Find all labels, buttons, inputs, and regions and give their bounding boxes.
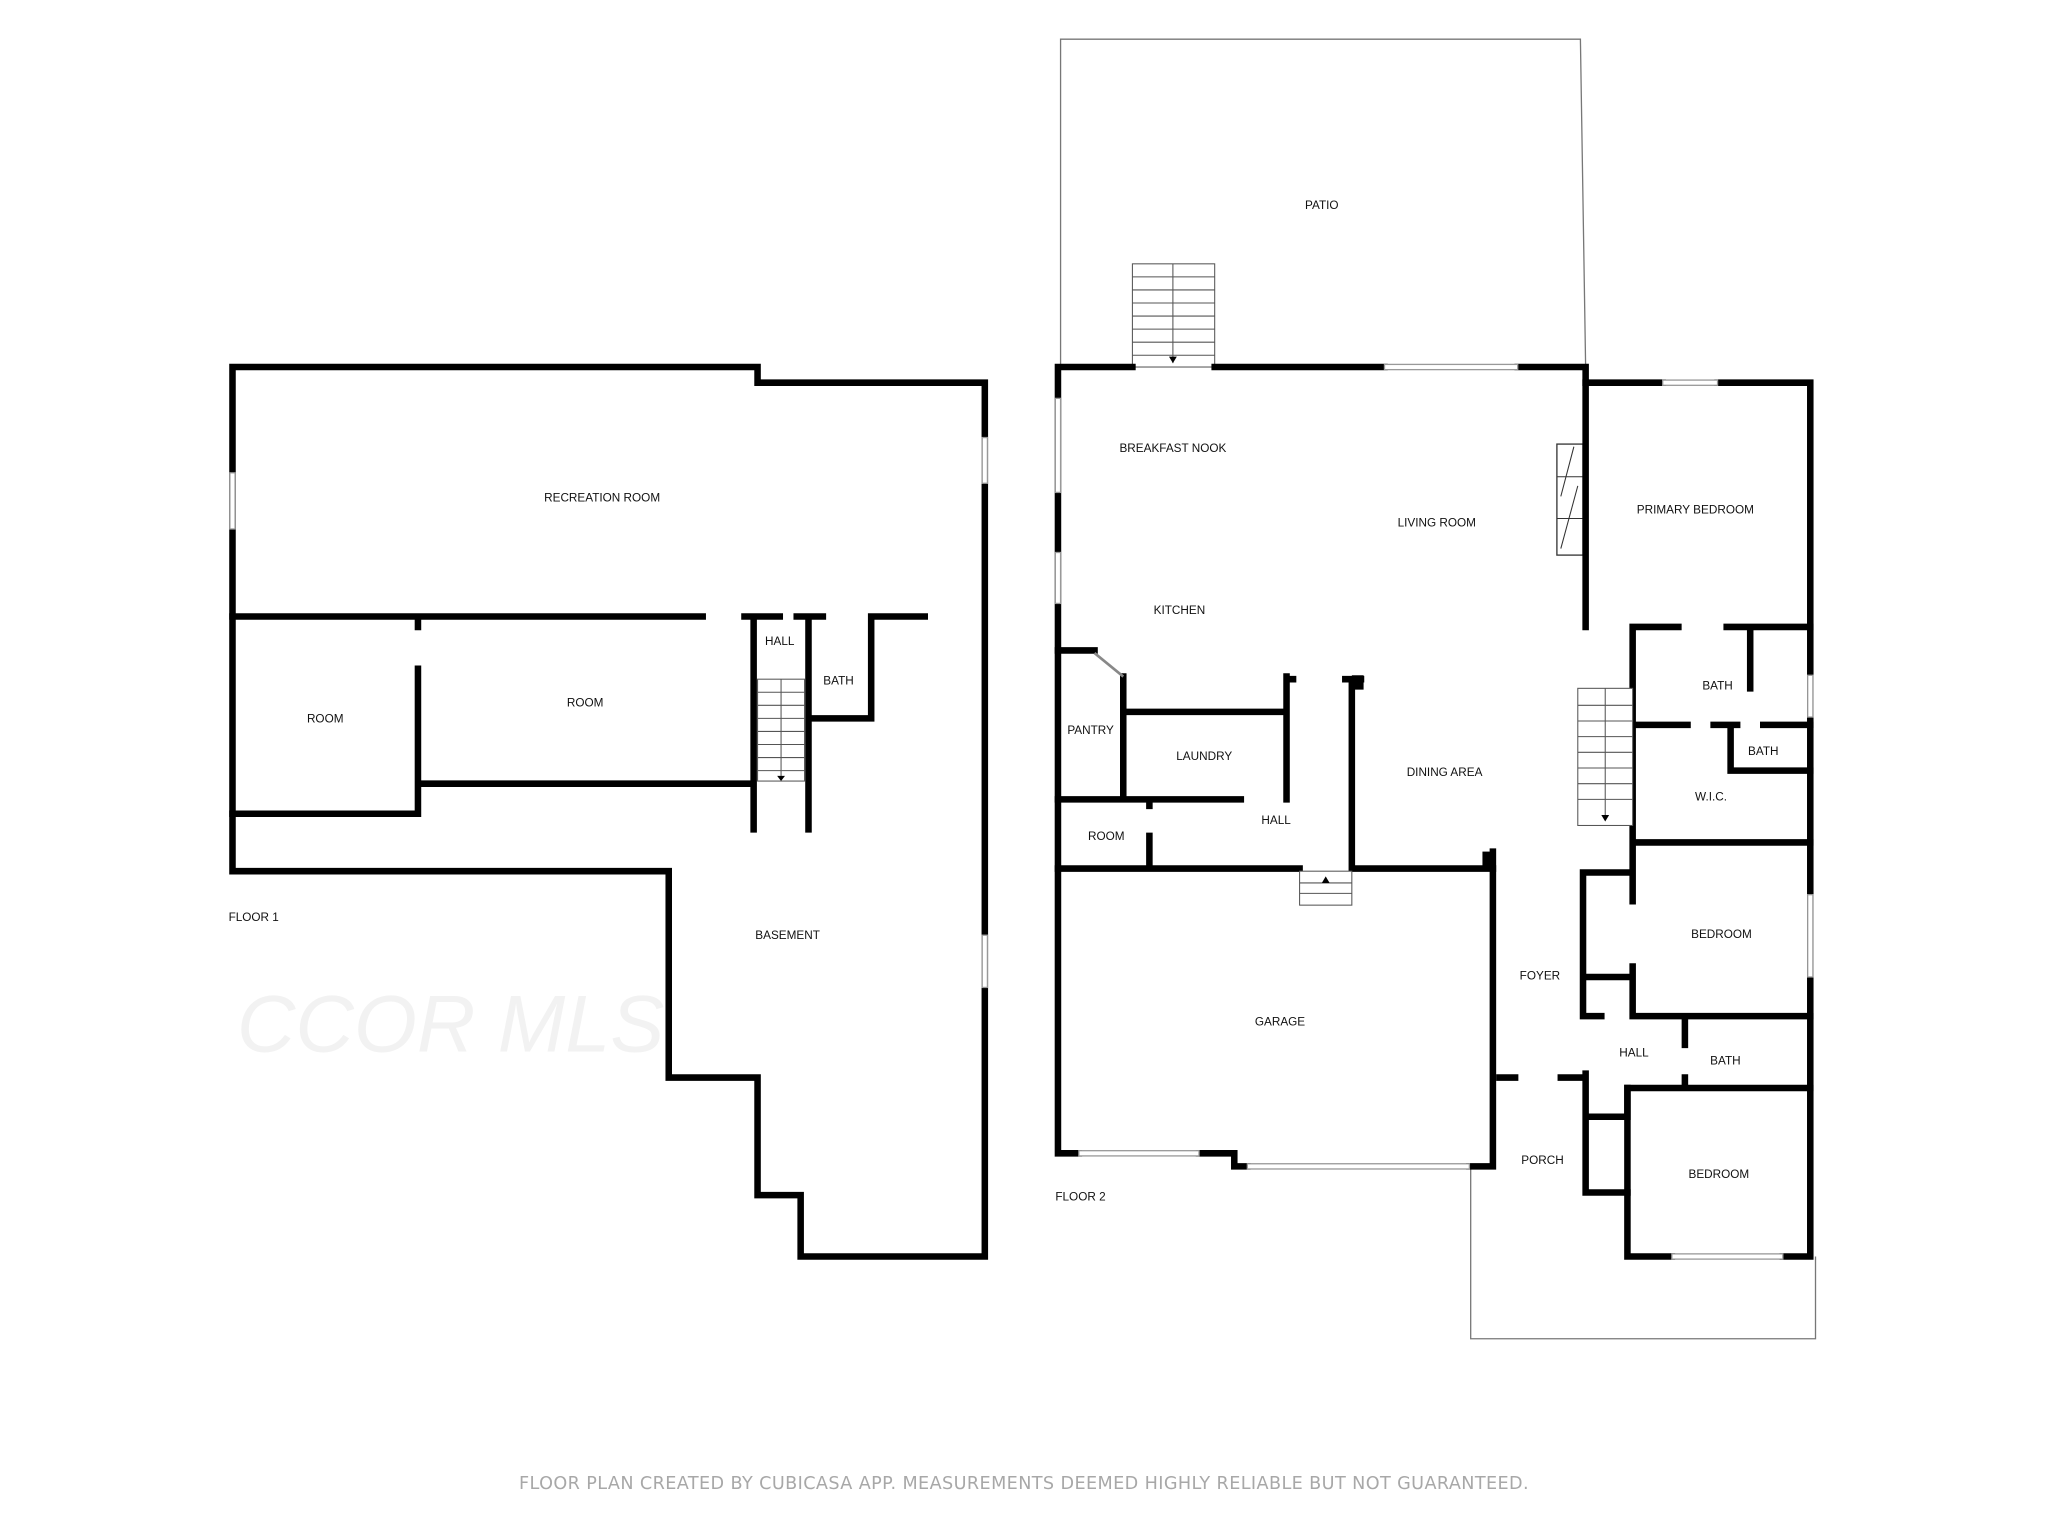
room-label: BASEMENT: [755, 929, 820, 942]
room-label: PORCH: [1521, 1154, 1563, 1167]
window: [1246, 1163, 1471, 1170]
room-label: HALL: [1261, 814, 1291, 827]
floor-2-label: FLOOR 2: [1055, 1190, 1105, 1203]
room-label: PRIMARY BEDROOM: [1637, 503, 1754, 516]
window: [1383, 363, 1519, 371]
floor-1-plan: RECREATION ROOM ROOM ROOM HALL BATH BASE…: [229, 363, 989, 1260]
room-label: PATIO: [1305, 199, 1339, 212]
patio-outline: [1059, 38, 1587, 368]
room-label: FOYER: [1520, 970, 1560, 983]
window: [1662, 379, 1719, 386]
window: [1671, 1253, 1784, 1260]
room-label: ROOM: [307, 712, 344, 725]
room-label: HALL: [1619, 1047, 1649, 1060]
room-label: BATH: [1710, 1054, 1740, 1067]
window: [981, 436, 989, 484]
room-label: DINING AREA: [1407, 766, 1483, 779]
window: [1054, 551, 1062, 605]
pantry-door: [1093, 652, 1125, 678]
room-label: ROOM: [567, 697, 604, 710]
window: [1078, 1150, 1200, 1157]
stairs: [1577, 687, 1634, 826]
window: [1807, 894, 1814, 978]
room-label: BEDROOM: [1688, 1168, 1749, 1181]
floor-1-outer-wall: [229, 363, 989, 1260]
room-label: W.I.C.: [1695, 791, 1727, 804]
room-label: BREAKFAST NOOK: [1119, 442, 1226, 455]
room-label: LIVING ROOM: [1398, 516, 1476, 529]
fireplace-hatch: [1556, 446, 1584, 549]
patio-stairs: [1131, 263, 1216, 368]
floor-1-interior-walls: [229, 613, 928, 833]
room-label: KITCHEN: [1154, 604, 1206, 617]
floor-2-outer-wall: [1054, 363, 1814, 1260]
room-label: PANTRY: [1067, 724, 1114, 737]
window: [1807, 674, 1814, 718]
window: [1054, 397, 1062, 494]
room-label: ROOM: [1088, 830, 1125, 843]
window: [229, 472, 236, 530]
window: [981, 934, 989, 989]
room-label: BATH: [1702, 680, 1732, 693]
room-label: LAUNDRY: [1176, 750, 1232, 763]
column: [1351, 675, 1364, 690]
watermark: CCOR MLS: [237, 979, 664, 1069]
column: [1482, 851, 1496, 870]
porch-outline: [1470, 1166, 1817, 1340]
room-label: RECREATION ROOM: [544, 492, 660, 505]
garage-stairs: [1299, 870, 1353, 906]
room-label: BATH: [1748, 745, 1778, 758]
stairs: [757, 678, 806, 782]
room-label: GARAGE: [1255, 1015, 1305, 1028]
room-label: BEDROOM: [1691, 928, 1752, 941]
room-label: HALL: [765, 635, 795, 648]
footer-disclaimer: FLOOR PLAN CREATED BY CUBICASA APP. MEAS…: [519, 1474, 1529, 1494]
floor-1-label: FLOOR 1: [229, 911, 279, 924]
room-label: BATH: [823, 674, 853, 687]
floor-2-plan: PATIO BREAKFAST NOOK LIVING ROOM PRIMARY…: [1054, 38, 1817, 1340]
